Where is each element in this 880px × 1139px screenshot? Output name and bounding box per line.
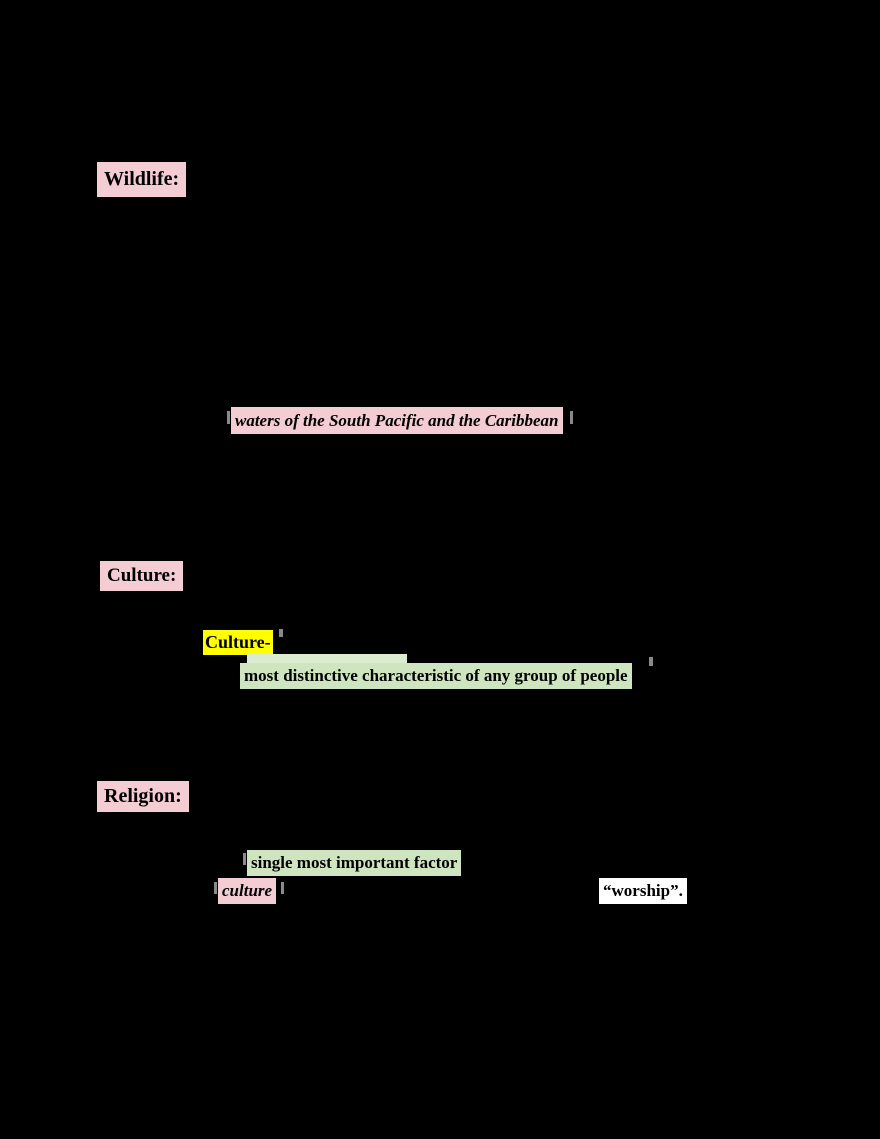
- text-fragment: [279, 629, 283, 637]
- culture-heading-highlight: Culture:: [100, 561, 184, 591]
- text-fragment: [281, 882, 284, 894]
- culture-term-highlight: Culture-: [203, 630, 273, 655]
- wildlife-heading-highlight: Wildlife:: [97, 162, 187, 197]
- culture-word-highlight: culture: [218, 878, 277, 904]
- distinctive-phrase-highlight: most distinctive characteristic of any g…: [240, 663, 632, 689]
- text-fragment: [227, 411, 230, 424]
- text-fragment: [570, 411, 573, 424]
- text-fragment: [214, 882, 217, 894]
- important-factor-highlight: single most important factor: [247, 850, 462, 876]
- text-fragment: [243, 853, 246, 865]
- waters-phrase-highlight: waters of the South Pacific and the Cari…: [231, 407, 563, 434]
- religion-heading-highlight: Religion:: [97, 781, 189, 812]
- worship-phrase-highlight: “worship”.: [599, 878, 687, 904]
- highlight-fragment-green-line: [247, 654, 407, 663]
- text-fragment: [649, 657, 653, 666]
